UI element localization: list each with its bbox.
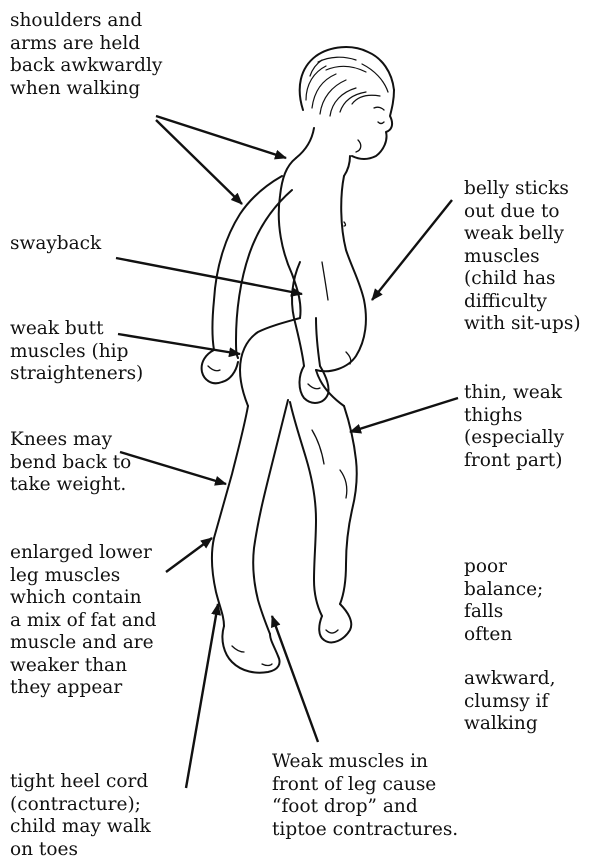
hip-drawing bbox=[240, 318, 344, 406]
label-heel-cord: tight heel cord (contracture); child may… bbox=[10, 771, 151, 861]
front-arm-drawing bbox=[292, 262, 329, 403]
label-foot-drop: Weak muscles in front of leg cause “foot… bbox=[272, 751, 458, 841]
label-shoulders: shoulders and arms are held back awkward… bbox=[10, 10, 162, 100]
label-clumsy: awkward, clumsy if walking bbox=[464, 668, 556, 736]
label-balance: poor balance; falls often bbox=[464, 556, 543, 646]
label-butt-muscles: weak butt muscles (hip straighteners) bbox=[10, 318, 143, 386]
arrow-knees bbox=[120, 452, 226, 484]
arrow-lower-leg bbox=[166, 538, 212, 572]
arrow-swayback bbox=[116, 258, 302, 294]
hair-drawing bbox=[300, 47, 394, 116]
arrow-shoulder-lower bbox=[156, 120, 242, 204]
arrow-belly bbox=[372, 200, 452, 300]
label-thighs: thin, weak thighs (especially front part… bbox=[464, 382, 564, 472]
label-swayback: swayback bbox=[10, 233, 101, 256]
label-lower-leg: enlarged lower leg muscles which contain… bbox=[10, 542, 157, 700]
arrow-foot-drop bbox=[272, 616, 318, 742]
annotation-arrows bbox=[116, 116, 458, 788]
arrow-thighs bbox=[350, 398, 458, 432]
label-belly: belly sticks out due to weak belly muscl… bbox=[464, 178, 581, 336]
label-knees: Knees may bend back to take weight. bbox=[10, 429, 131, 497]
front-leg-drawing bbox=[290, 402, 357, 642]
arrow-heel-cord bbox=[186, 604, 218, 788]
arrow-shoulder-upper bbox=[156, 116, 286, 158]
